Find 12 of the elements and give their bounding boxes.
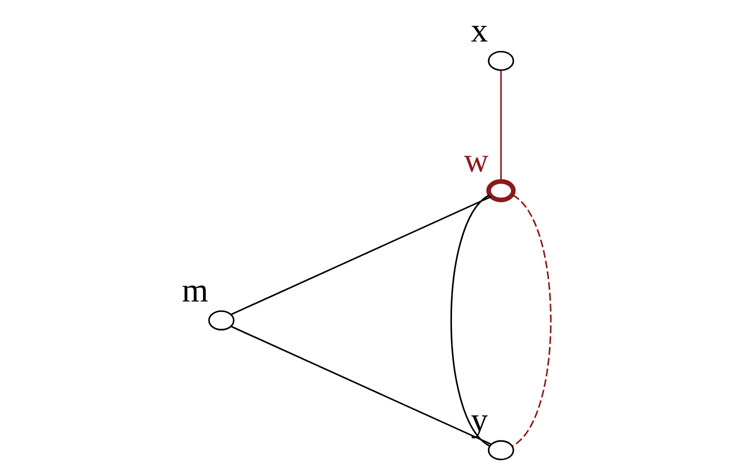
connector: [230, 196, 491, 315]
node-label: x: [470, 12, 488, 50]
connector: [450, 194, 490, 446]
node-circle: [486, 179, 516, 202]
node-label: w: [464, 142, 488, 180]
node-circle: [487, 50, 514, 71]
node-label: m: [181, 272, 208, 310]
connector: [512, 194, 552, 446]
node-circle: [487, 440, 514, 460]
connector: [230, 326, 491, 445]
node-circle: [208, 310, 234, 330]
connector: [500, 70, 502, 182]
